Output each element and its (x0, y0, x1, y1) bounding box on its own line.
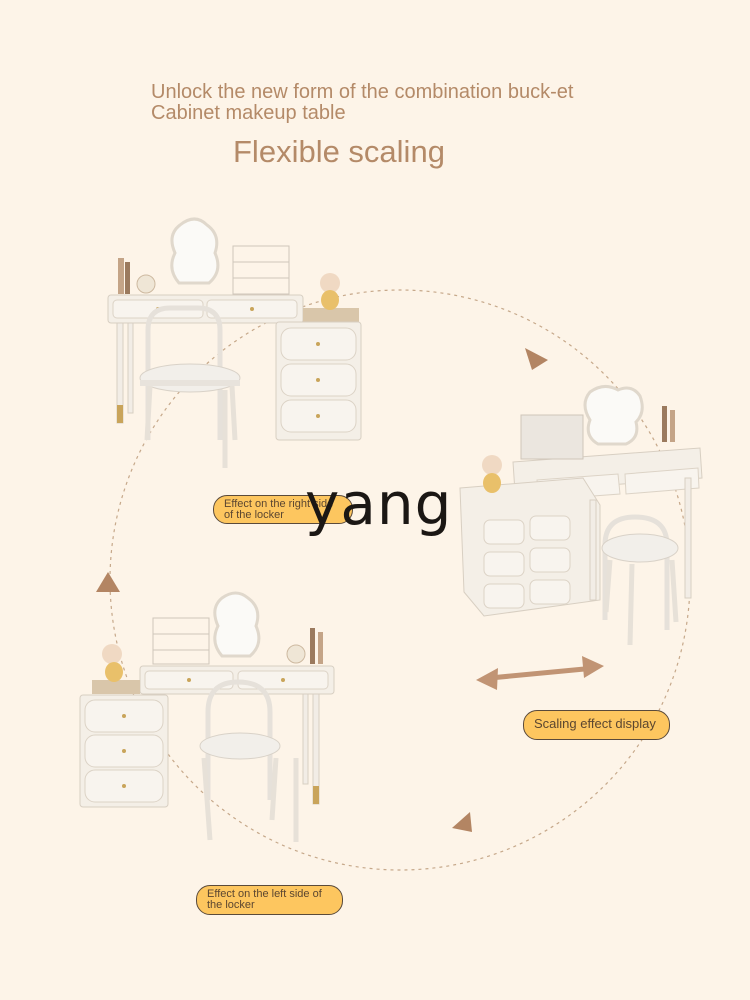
subline-title: Flexible scaling (233, 134, 445, 169)
double-arrow-icon (476, 656, 604, 690)
arrow-left-icon (96, 572, 120, 592)
arrow-bottom-icon (452, 812, 472, 832)
vanity-top-left (107, 217, 362, 468)
vanity-right (459, 385, 703, 646)
tag-right-locker: Effect on the right side of the locker (213, 495, 353, 524)
tag-scaling-display: Scaling effect display (523, 710, 670, 740)
watermark: yang (305, 470, 453, 538)
headline: Unlock the new form of the combination b… (151, 81, 574, 124)
vanity-bottom-left (79, 591, 335, 842)
arrow-top-right-icon (525, 348, 548, 370)
tag-left-locker: Effect on the left side of the locker (196, 885, 343, 915)
